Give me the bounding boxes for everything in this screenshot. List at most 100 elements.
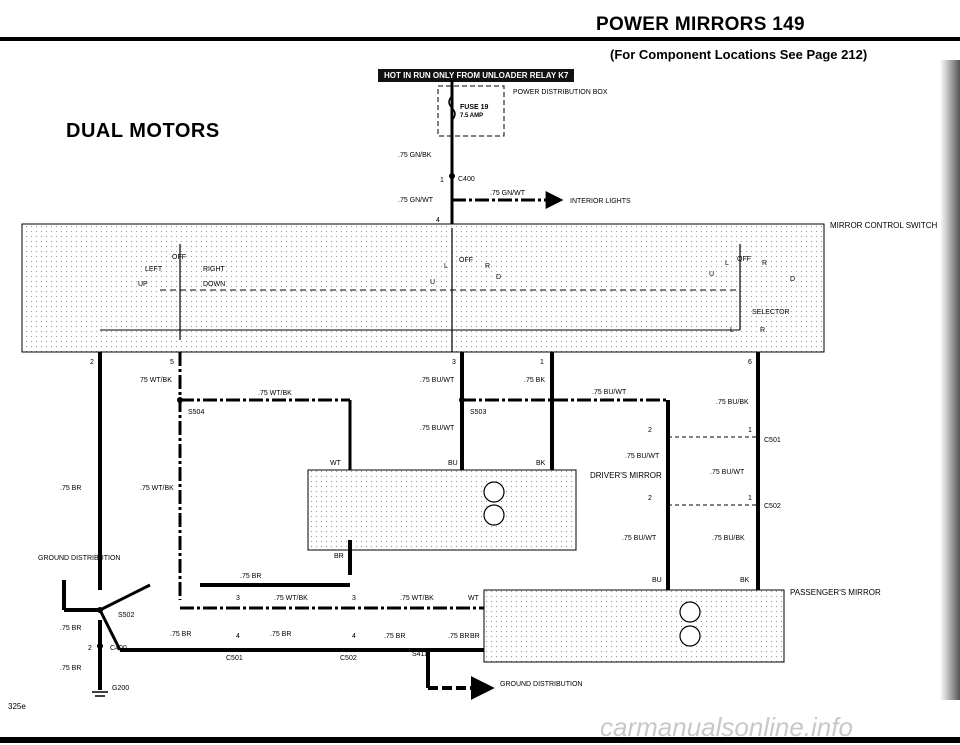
wire-label: .75 BU/WT [592,389,627,396]
switch-label: D [790,276,795,283]
pin-label: 2 [90,359,94,366]
pin-label: 1 [748,495,752,502]
switch-label: L [725,260,729,267]
wire-label: .75 BR [60,665,81,672]
motor-icon [679,625,701,647]
wire-label: .75 BR [270,631,291,638]
bottom-rule [0,737,960,743]
wire-label: .75 BU/BK [716,399,749,406]
wire-label: .75 BU/WT [622,535,657,542]
component-location-note: (For Component Locations See Page 212) [610,47,868,62]
wire-label: .75 WT/BK [258,390,292,397]
switch-label: U [709,271,714,278]
switch-label: OFF [459,257,473,264]
wire-label: BR [334,553,344,560]
pin-label: 6 [748,359,752,366]
power-source-banner: HOT IN RUN ONLY FROM UNLOADER RELAY K7 [378,69,575,82]
pin-label: 1 [540,359,544,366]
pin-label: 3 [452,359,456,366]
wire-label: WT [468,595,480,602]
connector-label: C502 [764,503,781,510]
motor-icon [679,601,701,623]
wire-label: .75 BU/WT [625,453,660,460]
passengers-mirror-label: PASSENGER'S MIRROR [790,588,881,597]
page-header-title: POWER MIRRORS 149 [596,14,805,35]
drivers-mirror [307,469,577,551]
pin-label: 1 [440,177,444,184]
ground-label: GROUND DISTRIBUTION [500,681,582,688]
switch-label: R [760,327,765,334]
wire-label-gnwt: .75 GN/WT [490,190,526,197]
diagram-title: DUAL MOTORS [66,120,220,142]
wire-label: .75 BR [60,625,81,632]
switch-label: L [730,327,734,334]
drivers-mirror-label: DRIVER'S MIRROR [590,471,662,480]
connector-label: C501 [764,437,781,444]
switch-label: OFF [172,254,186,261]
connector-label: C400 [110,645,127,652]
connector-label: C400 [458,176,475,183]
interior-lights-label: INTERIOR LIGHTS [570,198,631,205]
switch-label: U [430,279,435,286]
connector-c400-top [449,173,455,179]
pin-label: 3 [236,595,240,602]
connector-label: G200 [112,685,129,692]
pin-label: 3 [352,595,356,602]
page-edge-shadow [940,60,960,700]
wire-label-gnbk: .75 GN/BK [398,152,432,159]
fuse-rating: 7.5 AMP [460,113,483,119]
ground-label: GROUND DISTRIBUTION [38,555,120,562]
wire-label: .75 WT/BK [140,485,174,492]
wire-label: .75 BK [524,377,545,384]
wire-label: 75 WT/BK [140,377,172,384]
switch-label: OFF [737,256,751,263]
pin-label: 5 [170,359,174,366]
pin-label: 1 [748,427,752,434]
splice-label: S502 [118,612,134,619]
connector-label: C502 [340,655,357,662]
page-code: 325e [8,702,26,711]
wire-label: BU [652,577,662,584]
splice-label: S503 [470,409,486,416]
selector-label: SELECTOR [752,309,790,316]
connector-label: C501 [226,655,243,662]
wire-ground-left [98,609,122,651]
pin-label: 2 [648,495,652,502]
wire-label: .75 BR [60,485,81,492]
splice-s504 [177,397,183,403]
wire-label: .75 BR [384,633,405,640]
power-distribution-box [437,85,505,137]
splice-label: S411 [412,651,428,658]
pin-label: 4 [236,633,240,640]
wire-label: BK [536,460,546,467]
fuse-name: FUSE 19 [460,104,489,111]
pin-label: 2 [88,645,92,652]
wire-label: .75 BU/WT [420,425,455,432]
switch-label: L [444,263,448,270]
pin-label: 2 [648,427,652,434]
wire-ground-left [99,583,151,612]
power-box-label: POWER DISTRIBUTION BOX [513,89,608,96]
switch-label: D [496,274,501,281]
motor-icon [483,481,505,503]
wire-label: .75 BU/WT [710,469,745,476]
wire-label: BU [448,460,458,467]
wire-label: .75 BR [170,631,191,638]
wire-label: WT [330,460,342,467]
header-rule [0,37,960,41]
switch-label: UP [138,281,148,288]
mirror-control-switch [21,223,825,353]
switch-label: LEFT [145,266,163,273]
mirror-switch-label: MIRROR CONTROL SWITCH [830,221,937,230]
pin-label: 4 [352,633,356,640]
wire-label: .75 WT/BK [400,595,434,602]
wire-label: .75 BU/WT [420,377,455,384]
passengers-mirror [483,589,785,663]
switch-label: R [485,263,490,270]
switch-label: RIGHT [203,266,226,273]
wire-label: .75 WT/BK [274,595,308,602]
wire-label-gnwt: .75 GN/WT [398,197,434,204]
wire-label: .75 BR [240,573,261,580]
switch-label: R [762,260,767,267]
